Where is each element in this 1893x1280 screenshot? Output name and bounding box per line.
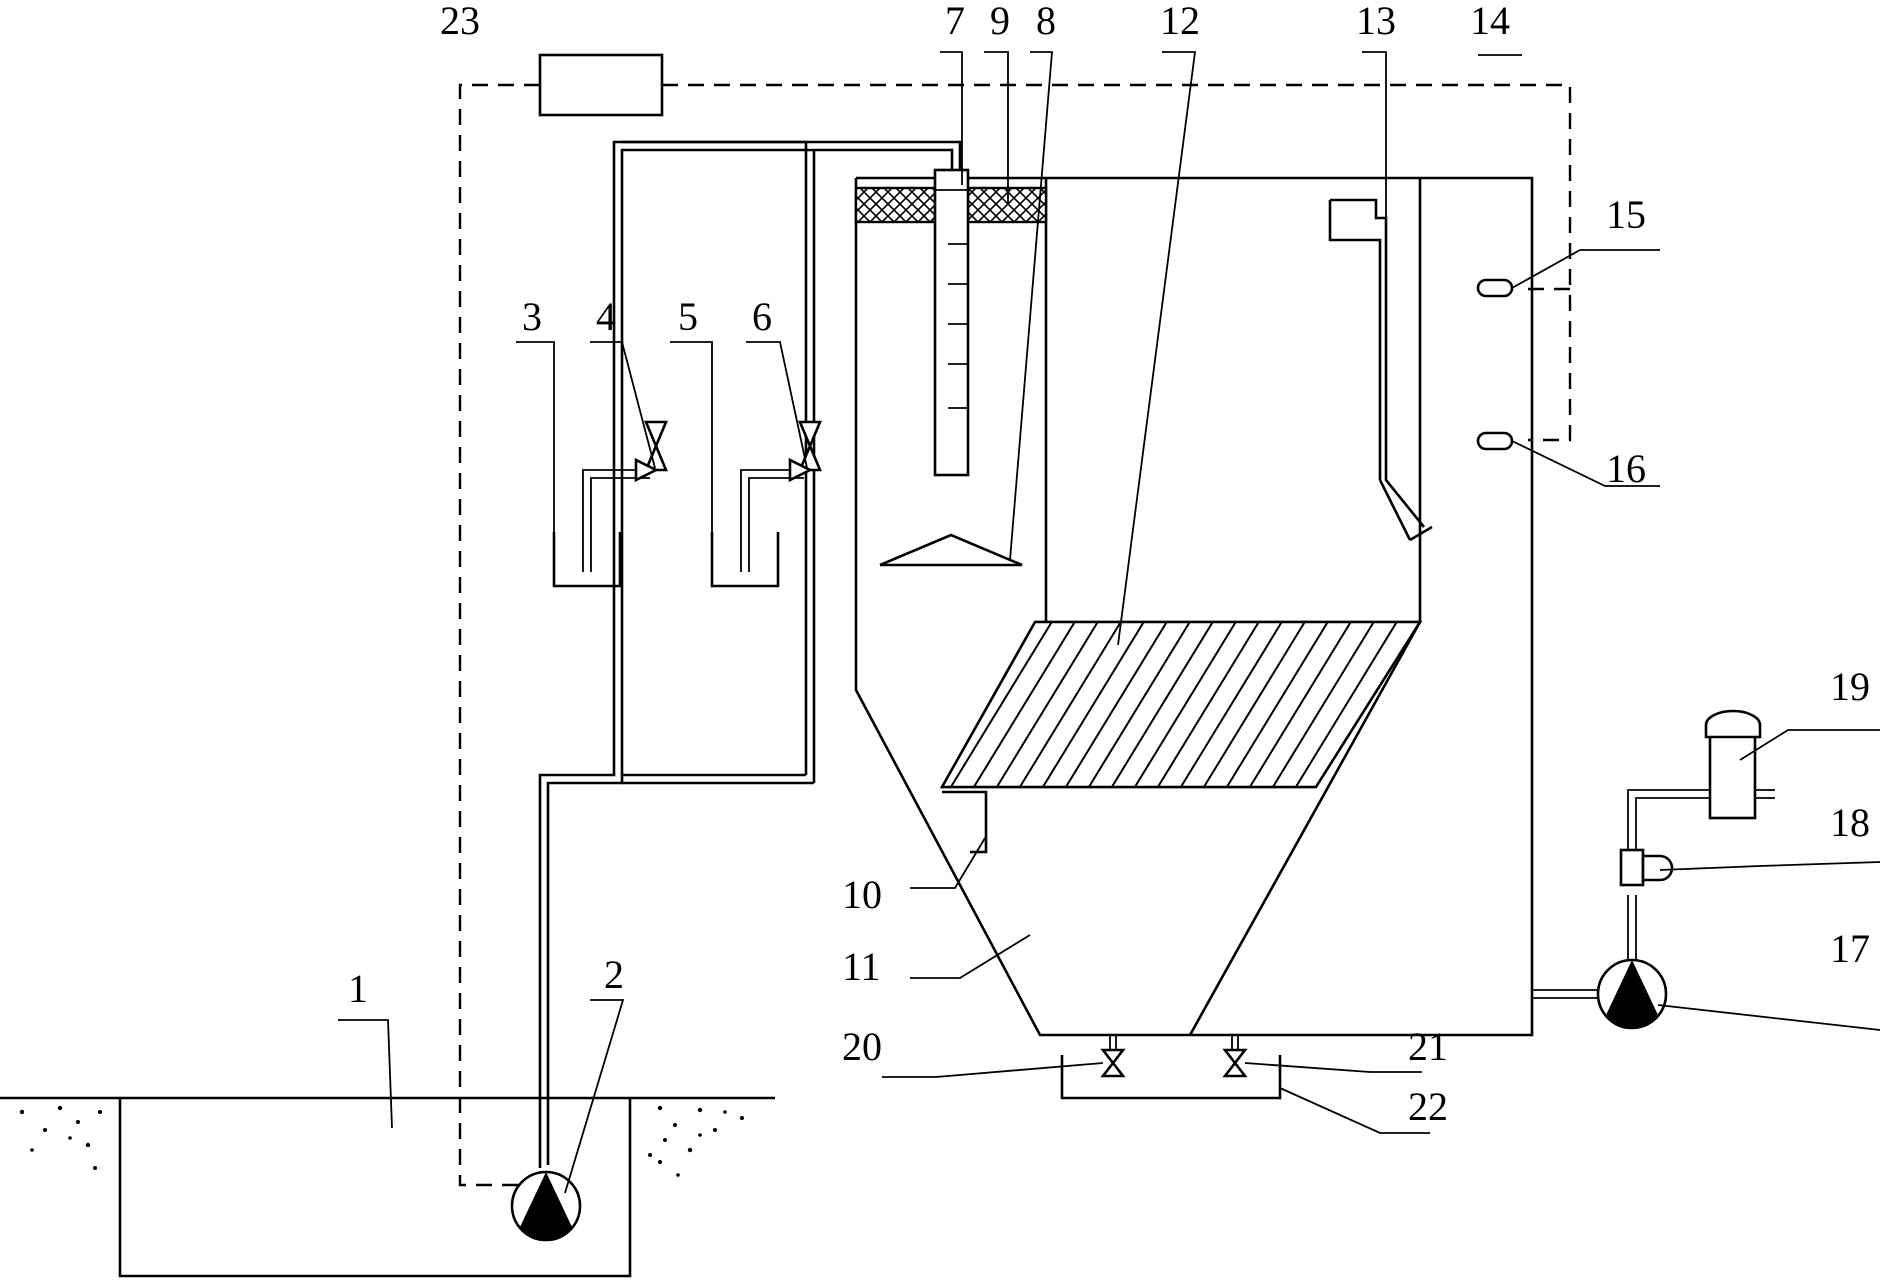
plate-line	[1129, 622, 1241, 787]
label-9: 9	[990, 0, 1010, 43]
label-16: 16	[1606, 446, 1646, 491]
plate-line	[1060, 622, 1172, 787]
controller-box	[538, 53, 664, 117]
label-23: 23	[440, 0, 480, 43]
feed-column	[933, 168, 970, 477]
label-13: 13	[1356, 0, 1396, 43]
plate-line	[1014, 622, 1126, 787]
sludge-trough	[1060, 1055, 1282, 1100]
plate-line	[991, 622, 1103, 787]
plate-line	[1244, 622, 1356, 787]
label-3: 3	[522, 294, 542, 339]
level-sensor-high	[1476, 278, 1514, 298]
inclined-plate-pack	[939, 615, 1585, 795]
plate-line	[945, 622, 1057, 787]
label-6: 6	[752, 294, 772, 339]
sump-pit	[0, 1096, 775, 1278]
plate-line	[1221, 622, 1333, 787]
dosing-tank-3	[552, 469, 650, 588]
plate-line	[1267, 622, 1379, 787]
level-sensor-low	[1476, 431, 1514, 451]
air-vessel	[1627, 709, 1775, 850]
label-22: 22	[1408, 1084, 1448, 1129]
label-7: 7	[945, 0, 965, 43]
submersible-pump	[510, 1170, 582, 1242]
label-21: 21	[1408, 1024, 1448, 1069]
label-15: 15	[1606, 192, 1646, 237]
label-4: 4	[596, 294, 616, 339]
diffuser-cone	[879, 533, 1023, 567]
plate-line	[1475, 615, 1585, 795]
label-2: 2	[604, 952, 624, 997]
dosing-tank-5	[710, 469, 804, 588]
label-1: 1	[348, 966, 368, 1011]
label-20: 20	[842, 1024, 882, 1069]
label-14: 14	[1470, 0, 1510, 43]
plate-line	[1175, 622, 1287, 787]
sludge-collector	[942, 790, 988, 854]
soil-dots	[19, 1105, 744, 1177]
outlet-weir	[1328, 198, 1433, 542]
label-10: 10	[842, 872, 882, 917]
recycle-pump	[1532, 958, 1668, 1030]
label-17: 17	[1830, 926, 1870, 971]
plate-line	[1106, 622, 1218, 787]
plate-line	[1198, 622, 1310, 787]
leader-lines	[338, 51, 1881, 1194]
valve-4	[634, 420, 668, 483]
label-11: 11	[842, 944, 881, 989]
plate-line	[1452, 615, 1562, 795]
plate-line	[1290, 622, 1402, 787]
plate-line	[1152, 622, 1264, 787]
plate-line	[968, 622, 1080, 787]
plate-line	[1405, 622, 1420, 787]
label-12: 12	[1160, 0, 1200, 43]
label-18: 18	[1830, 800, 1870, 845]
label-19: 19	[1830, 664, 1870, 709]
label-5: 5	[678, 294, 698, 339]
plate-line	[1037, 622, 1149, 787]
pressure-gauge	[1619, 848, 1674, 960]
labels: 1 2 3 4 5 6 7 9 8 12 13 14 15 16 10 11 1…	[348, 0, 1870, 1129]
label-8: 8	[1036, 0, 1056, 43]
control-signal-lines	[458, 83, 1572, 1187]
plate-line	[1083, 622, 1195, 787]
plate-line	[1429, 615, 1539, 795]
drain-valves	[1100, 1035, 1248, 1078]
